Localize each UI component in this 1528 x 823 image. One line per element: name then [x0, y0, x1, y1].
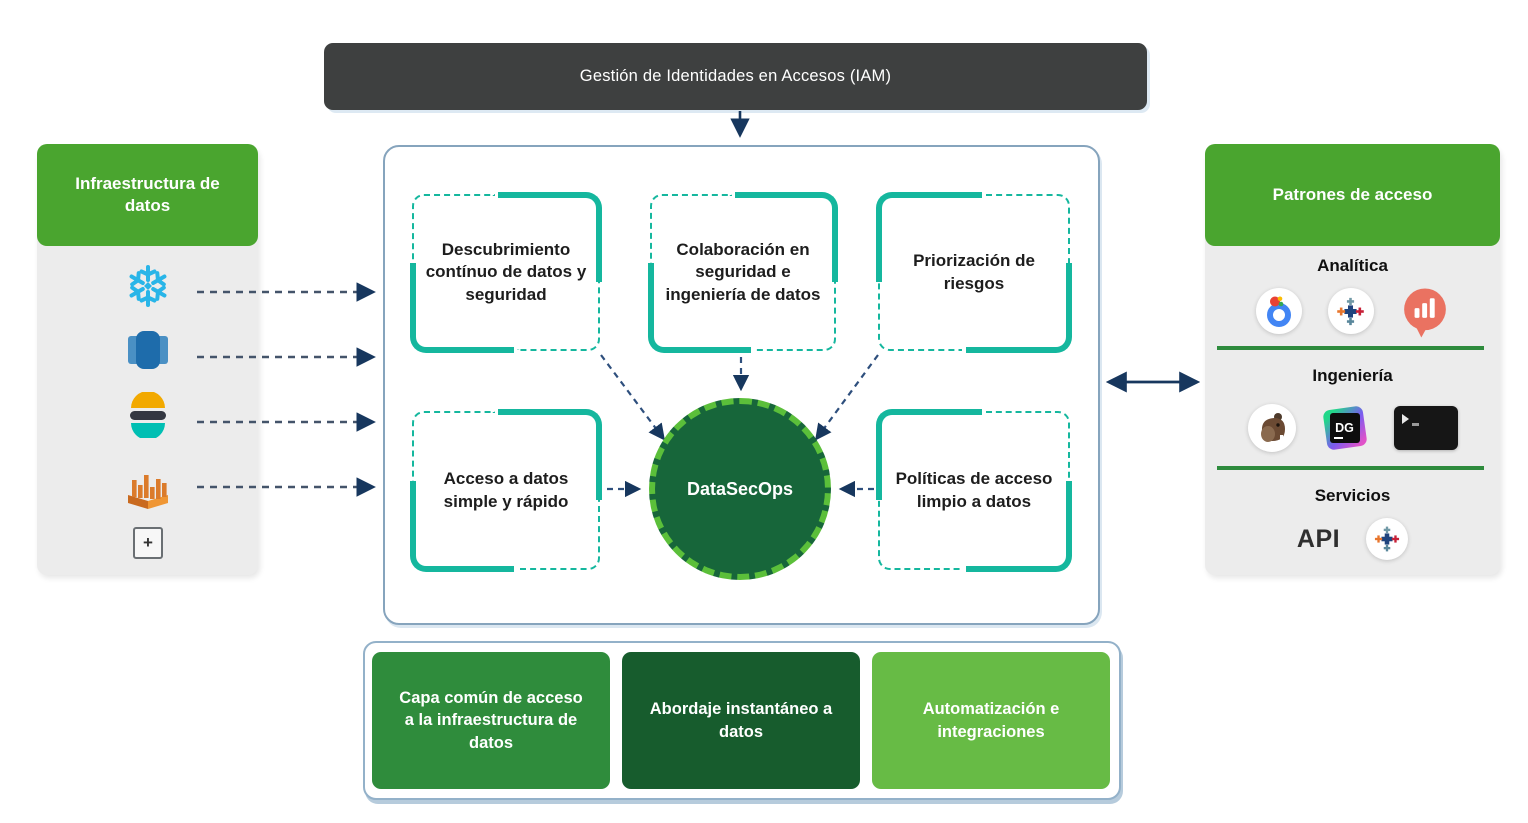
- foundation-box-automation: Automatización e integraciones: [872, 652, 1110, 789]
- card-clean-access-policies: Políticas de acceso limpio a datos: [876, 409, 1072, 572]
- foundation-box-instant-data: Abordaje instantáneo a datos: [622, 652, 860, 789]
- card-continuous-discovery: Descubrimiento contínuo de datos y segur…: [410, 192, 602, 353]
- tableau-icon: [1327, 288, 1374, 334]
- foundation-box-common-access-layer: Capa común de acceso a la infraestructur…: [372, 652, 610, 789]
- add-source-icon: +: [133, 527, 163, 559]
- snowflake-icon: [124, 262, 172, 310]
- iam-banner-label: Gestión de Identidades en Accesos (IAM): [579, 67, 892, 85]
- redash-icon: [1400, 286, 1450, 338]
- data-infrastructure-title: Infraestructura de datos: [75, 173, 220, 215]
- services-icons-row: API: [1205, 518, 1500, 560]
- terminal-icon: [1393, 406, 1458, 450]
- looker-icon: [1255, 288, 1302, 334]
- aws-data-warehouse-icon: [124, 462, 172, 510]
- iam-banner: Gestión de Identidades en Accesos (IAM): [324, 43, 1147, 110]
- datagrip-icon: DG: [1321, 405, 1368, 451]
- section-label-engineering: Ingeniería: [1312, 366, 1393, 385]
- elasticsearch-icon: [126, 392, 170, 438]
- dbeaver-icon: [1247, 404, 1296, 452]
- datasecops-core: DataSecOps: [649, 398, 831, 580]
- data-infrastructure-header: Infraestructura de datos: [37, 144, 258, 246]
- datagrip-label: DG: [1335, 421, 1354, 435]
- foundation-box-label: Automatización e integraciones: [922, 700, 1060, 741]
- api-label: API: [1296, 524, 1341, 553]
- datagrip-underscore: [1333, 436, 1343, 439]
- section-label-services: Servicios: [1314, 486, 1391, 505]
- section-label-analytics: Analítica: [1317, 256, 1388, 275]
- add-source-glyph: +: [143, 533, 153, 552]
- card-security-collaboration: Colaboración en seguridad e ingeniería d…: [648, 192, 838, 353]
- card-risk-prioritization: Priorización de riesgos: [876, 192, 1072, 353]
- card-simple-data-access: Acceso a datos simple y rápido: [410, 409, 602, 572]
- card-label: Políticas de acceso limpio a datos: [895, 469, 1053, 511]
- terminal-prompt-icon: [1401, 414, 1409, 424]
- access-patterns-title: Patrones de acceso: [1272, 184, 1433, 204]
- access-patterns-header: Patrones de acceso: [1205, 144, 1500, 246]
- card-label: Colaboración en seguridad e ingeniería d…: [665, 239, 821, 304]
- analytics-icons-row: [1205, 286, 1500, 338]
- tableau-icon: [1366, 518, 1409, 560]
- section-divider: [1217, 466, 1484, 470]
- datasecops-core-label: DataSecOps: [686, 478, 794, 499]
- engineering-icons-row: DG: [1205, 404, 1500, 452]
- terminal-cursor-icon: [1411, 423, 1419, 426]
- foundation-box-label: Abordaje instantáneo a datos: [649, 700, 833, 741]
- foundation-box-label: Capa común de acceso a la infraestructur…: [399, 689, 583, 752]
- redshift-database-icon: [125, 326, 171, 374]
- card-label: Acceso a datos simple y rápido: [443, 469, 569, 511]
- section-divider: [1217, 346, 1484, 350]
